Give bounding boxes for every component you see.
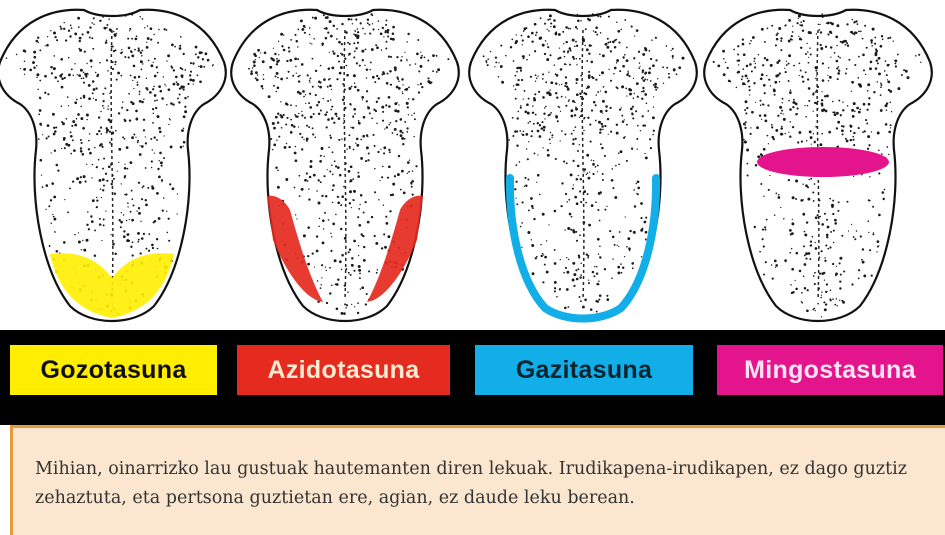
legend-item-sour: Azidotasuna (237, 345, 450, 395)
tongue-sour (231, 10, 459, 321)
taste-map-figure: Gozotasuna Azidotasuna Gazitasuna Mingos… (0, 0, 945, 415)
legend-label-bitter: Mingostasuna (744, 356, 916, 385)
legend-item-bitter: Mingostasuna (717, 345, 943, 395)
legend-label-sweet: Gozotasuna (40, 356, 186, 385)
tongue-bitter (704, 10, 932, 321)
tongue-illustrations (0, 0, 945, 330)
bitter-zone (757, 147, 889, 177)
tongue-sweet (0, 10, 226, 321)
legend-label-salty: Gazitasuna (516, 356, 652, 385)
tongue-salty (469, 10, 697, 321)
legend-bar: Gozotasuna Azidotasuna Gazitasuna Mingos… (0, 330, 945, 425)
caption-box: Mihian, oinarrizko lau gustuak hautemant… (10, 425, 945, 535)
legend-item-salty: Gazitasuna (475, 345, 693, 395)
legend-item-sweet: Gozotasuna (10, 345, 217, 395)
caption-text: Mihian, oinarrizko lau gustuak hautemant… (35, 455, 925, 513)
legend-label-sour: Azidotasuna (268, 356, 420, 385)
